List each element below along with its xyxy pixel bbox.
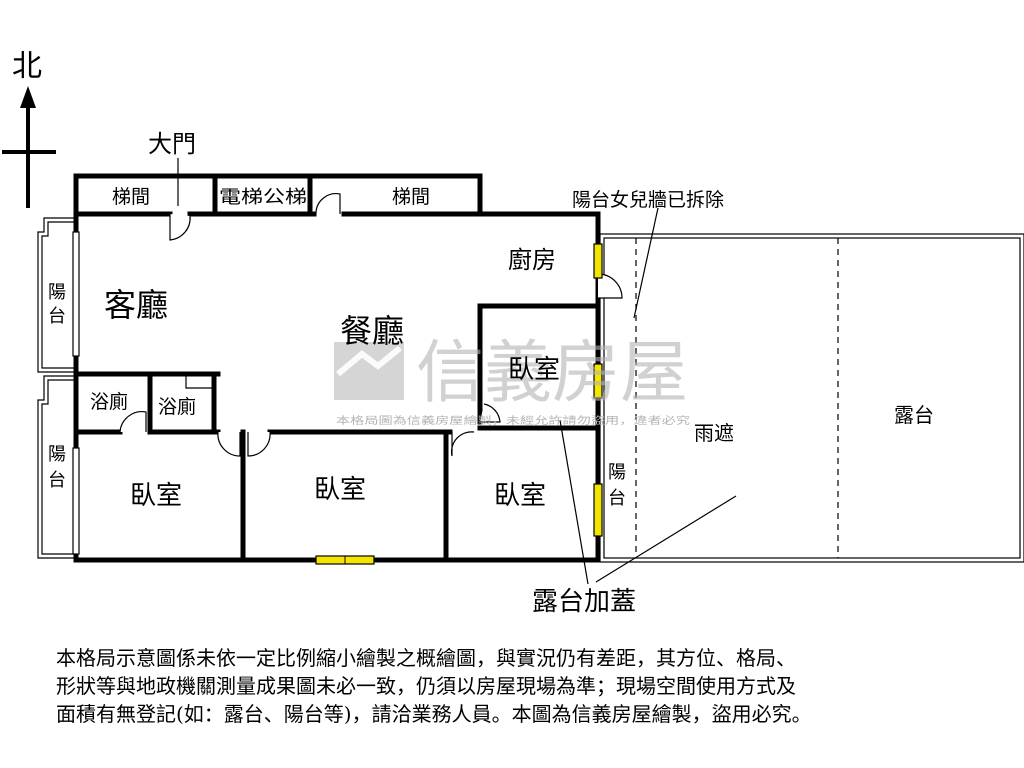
label-main-door: 大門 [148,130,196,158]
label-kitchen: 廚房 [508,246,556,274]
label-balcony-right-2: 台 [608,488,626,509]
leader-lines [177,158,737,585]
disclaimer-line: 形狀等與地政機關測量成果圖未必一致，仍須以房屋現場為準；現場空間使用方式及 [56,674,796,698]
label-bedroom-center: 臥室 [508,355,560,385]
label-balcony-bottom-1: 陽 [48,444,66,465]
label-dining-room: 餐廳 [340,312,404,350]
walls [73,173,601,563]
windows [72,231,603,565]
label-stair-left: 梯間 [112,186,150,208]
label-bath-1: 浴廁 [90,390,128,413]
label-bedroom-se: 臥室 [494,481,546,511]
label-balcony-top-1: 陽 [48,282,66,303]
label-bedroom-s: 臥室 [314,475,366,505]
label-bedroom-sw: 臥室 [130,481,182,511]
disclaimer-line: 本格局示意圖係未依一定比例縮小繪製之概繪圖，與實況仍有差距，其方位、格局、 [56,646,796,670]
label-elevator: 電梯公梯 [219,187,307,208]
disclaimer: 本格局示意圖係未依一定比例縮小繪製之概繪圖，與實況仍有差距，其方位、格局、 形狀… [56,644,986,728]
label-terrace-addition: 露台加蓋 [532,587,636,617]
label-parapet-note: 陽台女兒牆已拆除 [572,189,724,211]
label-stair-right: 梯間 [392,186,430,208]
doors [119,193,623,457]
label-living-room: 客廳 [104,286,168,324]
watermark-brand: 信義房屋 [416,334,688,413]
north-arrow-icon [2,86,56,208]
label-rain-cover: 雨遮 [694,421,734,445]
label-balcony-top-2: 台 [48,306,66,327]
balcony-west-outline [37,217,76,559]
label-balcony-bottom-2: 台 [48,470,66,491]
label-balcony-right-1: 陽 [608,462,626,483]
disclaimer-line: 面積有無登記(如：露台、陽台等)，請洽業務人員。本圖為信義房屋繪製，盜用必究。 [56,702,812,726]
label-bath-2: 浴廁 [158,395,196,418]
watermark: 信義房屋 本格局圖為信義房屋繪製，未經允許請勿盜用，違者必究 [334,334,690,427]
floor-plan: 北 [2,49,1024,617]
label-terrace: 露台 [894,403,934,427]
north-label: 北 [12,49,42,84]
watermark-notice: 本格局圖為信義房屋繪製，未經允許請勿盜用，違者必究 [336,414,690,427]
